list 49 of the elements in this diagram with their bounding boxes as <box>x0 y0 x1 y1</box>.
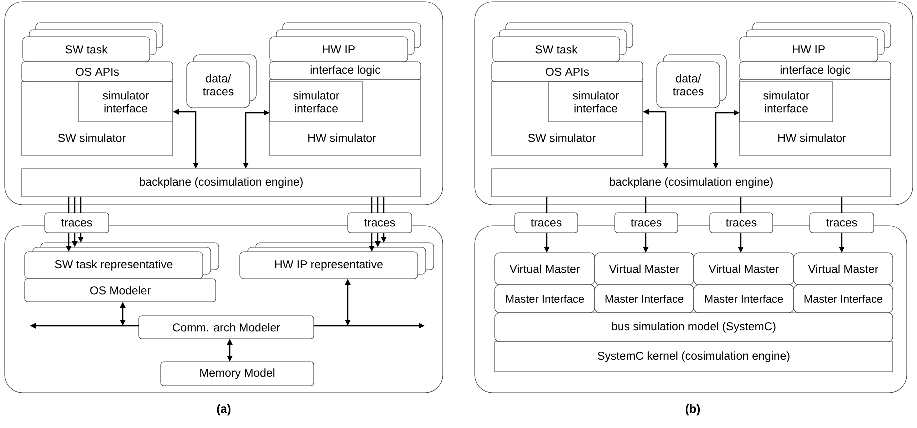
block: Master Interface <box>594 284 694 314</box>
block: backplane (cosimulation engine) <box>492 168 892 198</box>
connector-line <box>383 197 385 213</box>
connector-line <box>68 197 70 213</box>
block: OS Modeler <box>24 278 216 302</box>
block: traces <box>44 212 110 234</box>
block: simulator interface <box>78 82 174 122</box>
block: Virtual Master <box>694 252 794 286</box>
block: traces <box>614 212 678 234</box>
stacked-box: SW task <box>22 22 164 62</box>
stacked-box: data/ traces <box>656 54 727 108</box>
connector-line <box>645 197 647 213</box>
connector-line <box>371 197 373 213</box>
block: Master Interface <box>794 284 894 314</box>
block: Memory Model <box>160 362 314 386</box>
stacked-box: data/ traces <box>186 54 257 108</box>
block: traces <box>348 212 412 234</box>
block: traces <box>710 212 774 234</box>
block: interface logic <box>740 62 892 80</box>
connector-line <box>74 197 76 213</box>
block: Virtual Master <box>794 252 894 286</box>
block: simulator interface <box>740 82 834 122</box>
block: backplane (cosimulation engine) <box>22 168 422 198</box>
block: OS APIs <box>22 62 174 82</box>
block: Virtual Master <box>494 252 596 286</box>
block: OS APIs <box>492 62 644 82</box>
block: Comm. arch Modeler <box>138 316 314 340</box>
block: bus simulation model (SystemC) <box>494 312 894 342</box>
block: traces <box>810 212 874 234</box>
block: Virtual Master <box>594 252 694 286</box>
block: simulator interface <box>548 82 644 122</box>
block: Master Interface <box>494 284 596 314</box>
caption-label: (a) <box>217 404 231 416</box>
block: SystemC kernel (cosimulation engine) <box>494 342 894 372</box>
connector-line <box>546 197 548 213</box>
block: traces <box>514 212 578 234</box>
block: interface logic <box>270 62 422 80</box>
stacked-box: HW IP representative <box>240 242 434 280</box>
block: simulator interface <box>270 82 364 122</box>
connector-line <box>841 197 843 213</box>
stacked-box: SW task representative <box>24 242 220 280</box>
connector-line <box>80 197 82 213</box>
caption-label: (b) <box>686 404 700 416</box>
stacked-box: HW IP <box>270 22 422 62</box>
connector-line <box>377 197 379 213</box>
connector-line <box>740 197 742 213</box>
stacked-box: HW IP <box>740 22 892 62</box>
block: Master Interface <box>694 284 794 314</box>
stacked-box: SW task <box>492 22 634 62</box>
